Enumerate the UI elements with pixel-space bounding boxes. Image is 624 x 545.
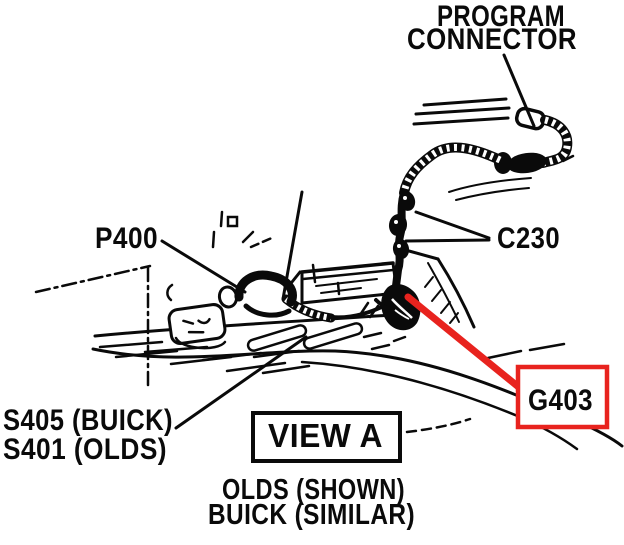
text-callouts: PROGRAM CONNECTOR P400 C230 G403 S405 (B…	[3, 0, 593, 531]
box-inner-tick	[336, 281, 341, 296]
conduit-echo-line	[455, 187, 530, 201]
dash-dot-panel-line	[34, 264, 152, 294]
paren-mark	[166, 283, 174, 302]
bracket-hatch	[424, 276, 434, 288]
box-top-inner-line	[301, 268, 395, 281]
grommet-mark	[182, 319, 195, 325]
p400-body-highlight	[252, 282, 280, 291]
g403-highlight	[404, 293, 610, 430]
c230-leader-upper	[414, 210, 491, 240]
small-dash	[219, 210, 224, 228]
p400-body-arc	[234, 270, 297, 307]
splice-label-olds: S401 (OLDS)	[3, 433, 167, 466]
hatch-dash	[261, 364, 311, 375]
c230-label: C230	[497, 222, 560, 255]
connector-highlight	[394, 220, 398, 224]
package-shelf-art	[34, 210, 624, 451]
p400-pigtail-ribs	[284, 296, 332, 321]
bracket-hatch	[440, 301, 451, 314]
g403-red-leader	[404, 293, 525, 393]
bracket-hatch	[449, 312, 459, 324]
speed-line	[414, 106, 511, 116]
bracket-hatch	[431, 289, 442, 302]
p400-label: P400	[95, 222, 158, 255]
inline-connector	[398, 191, 416, 211]
grommet-outline	[167, 303, 227, 345]
deck-dash	[486, 349, 523, 360]
box-tab	[311, 263, 317, 284]
bracket-art	[407, 249, 476, 329]
p400-leader	[160, 239, 247, 294]
connector-highlight	[397, 244, 401, 248]
small-square-mark	[226, 215, 239, 228]
view-a-box	[251, 411, 402, 463]
p400-lower-arc	[243, 303, 292, 318]
view-a-label: VIEW A	[268, 417, 383, 454]
grommet-art	[167, 303, 227, 345]
program-connector-label-line1: PROGRAM	[437, 0, 565, 33]
hatch-dash	[98, 340, 164, 349]
small-dash	[211, 230, 216, 249]
splice-leader	[174, 335, 308, 430]
hatch-dash	[362, 331, 383, 339]
slot-outline	[302, 322, 364, 350]
conduit-joint	[507, 152, 547, 174]
hatch-dash	[225, 361, 287, 373]
inline-connector	[388, 214, 408, 236]
bracket-top-line	[407, 249, 440, 261]
box-bottom-edge	[300, 291, 399, 305]
speed-lines	[412, 97, 511, 126]
dashed-deck-arc	[405, 417, 472, 434]
conduit-hook	[538, 115, 573, 168]
ground-highlight	[391, 298, 413, 319]
ground-highlight	[394, 309, 410, 320]
box-inner-hatch	[315, 278, 378, 287]
g403-red-box	[515, 364, 610, 430]
joint-tick	[561, 154, 575, 163]
speed-line	[412, 116, 510, 126]
hatch-dash	[370, 343, 391, 351]
shelf-edge-line	[93, 312, 408, 338]
grommet-mark	[197, 317, 211, 325]
leader-lines	[160, 53, 536, 430]
grommet-mark	[187, 330, 205, 334]
bracket-outer-line	[436, 257, 476, 329]
p400-connector-art	[234, 270, 393, 323]
splice-label-buick: S405 (BUICK)	[3, 404, 173, 437]
speaker-box-art	[300, 261, 399, 305]
slot-outline	[246, 324, 308, 352]
conduit-long-ribs	[400, 144, 502, 194]
shelf-slot-right	[302, 322, 364, 350]
small-dashed-line	[249, 235, 276, 249]
bracket-inner-line	[427, 262, 460, 323]
connector-highlight	[403, 196, 407, 200]
caption-line1: OLDS (SHOWN)	[222, 474, 405, 506]
program-connector-leader	[502, 53, 536, 128]
small-dash	[241, 230, 255, 244]
hatch-dash	[392, 335, 407, 343]
hatch-dash	[114, 349, 179, 359]
grommet-shadow-arc	[174, 336, 227, 350]
speed-line	[422, 97, 508, 107]
caption-line2: BUICK (SIMILAR)	[208, 499, 415, 531]
deck-dash	[528, 342, 566, 352]
conduit-echo-line	[448, 177, 532, 193]
shelf-slot-left	[246, 324, 308, 352]
g403-label: G403	[528, 384, 593, 417]
conduit-hook-ribs	[541, 116, 571, 167]
box-top-line	[300, 261, 395, 274]
inline-connector	[392, 239, 410, 259]
ground-wire-stub	[374, 298, 393, 311]
deck-curve-inner	[300, 360, 579, 451]
program-connector-label-line2: CONNECTOR	[407, 23, 577, 56]
upper-dash-cluster	[211, 210, 276, 249]
p400-tick	[290, 270, 302, 284]
box-inner-hatch	[320, 287, 362, 294]
c230-leader-lower	[404, 238, 491, 243]
